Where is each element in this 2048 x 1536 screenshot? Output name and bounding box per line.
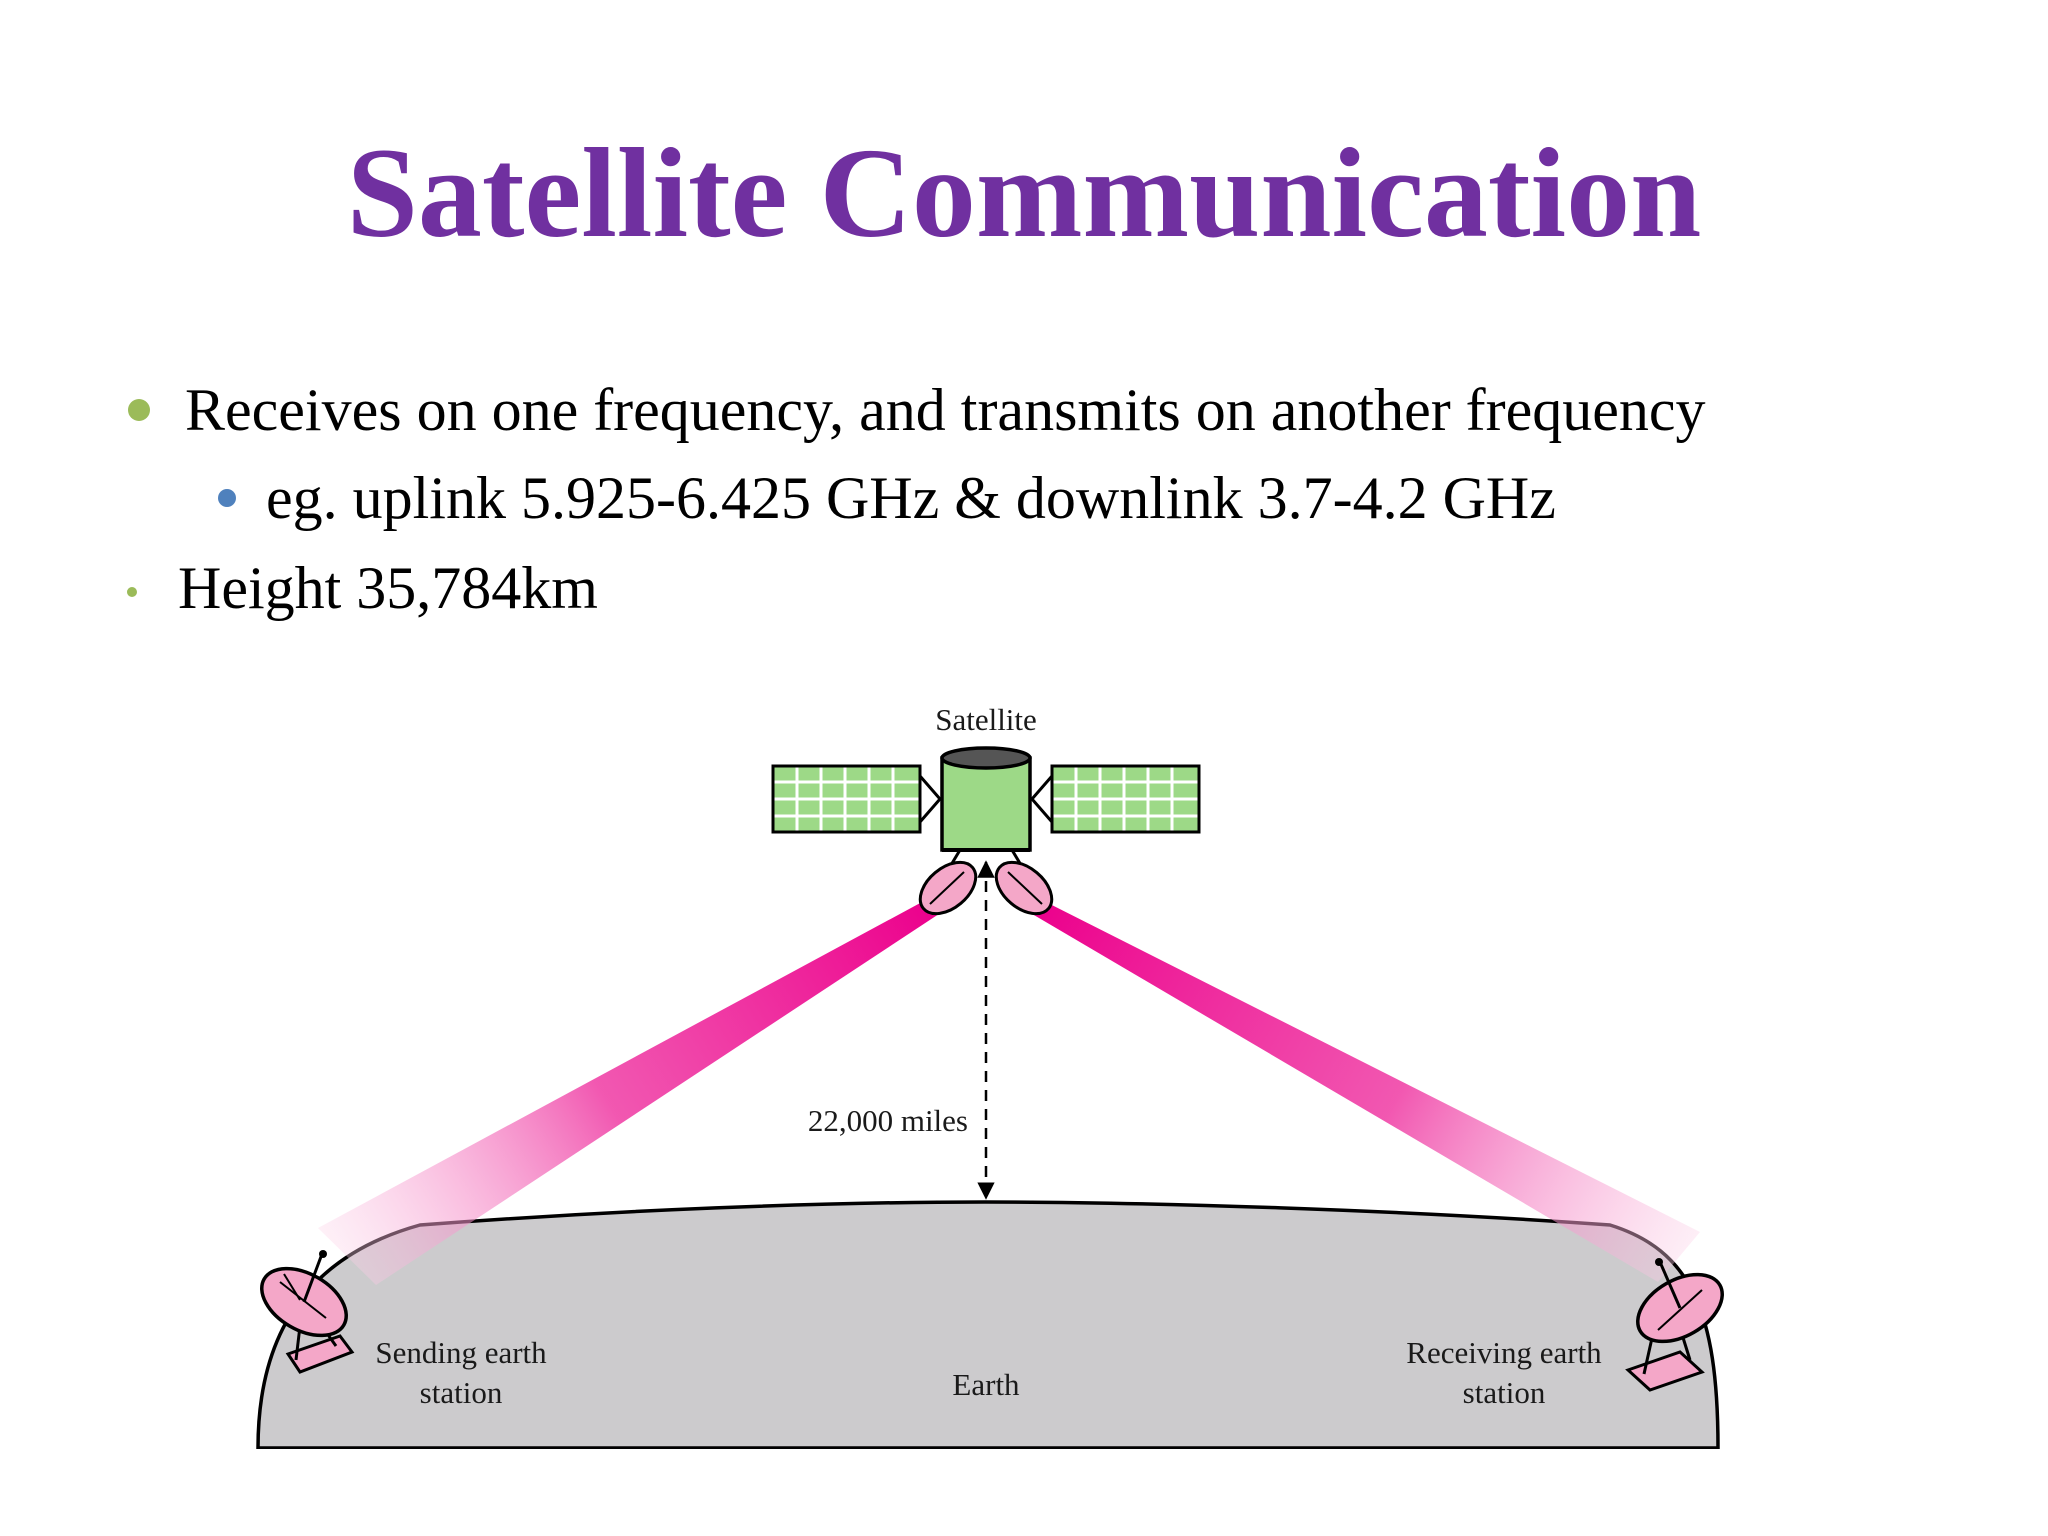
uplink-beam: [318, 895, 948, 1285]
earth-label: Earth: [952, 1367, 1020, 1402]
sending-label-line1: Sending earth: [375, 1335, 547, 1370]
receiving-dish-icon: [1625, 1258, 1724, 1392]
sending-dish-icon: [260, 1250, 355, 1374]
satellite-antenna-right: [994, 849, 1054, 916]
receiving-label-line1: Receiving earth: [1406, 1335, 1602, 1370]
downlink-beam: [1022, 895, 1700, 1282]
slide-title: Satellite Communication: [346, 122, 1702, 264]
bullet-dot-1: [128, 399, 150, 421]
sending-label-line2: station: [420, 1375, 503, 1410]
satellite-body: [940, 746, 1032, 852]
satellite-antenna-left: [918, 849, 978, 916]
bullet-item-2: eg. uplink 5.925-6.425 GHz & downlink 3.…: [266, 458, 1556, 538]
satellite-label: Satellite: [935, 702, 1037, 737]
bullet-item-1: Receives on one frequency, and transmits…: [185, 370, 1706, 450]
solar-panel-left: [771, 764, 922, 834]
solar-panel-right: [1050, 764, 1201, 834]
earth-shape: [256, 1200, 1720, 1450]
bullet-text-2: eg. uplink 5.925-6.425 GHz & downlink 3.…: [266, 464, 1556, 531]
bullet-text-3: Height 35,784km: [178, 554, 598, 621]
bullet-dot-2: [218, 489, 236, 507]
distance-label: 22,000 miles: [808, 1103, 968, 1138]
bullet-item-3: Height 35,784km: [178, 548, 598, 628]
bullet-text-1: Receives on one frequency, and transmits…: [185, 376, 1706, 443]
earth-base-mask: [250, 1449, 1730, 1489]
bullet-dot-3: [127, 587, 137, 597]
receiving-label-line2: station: [1463, 1375, 1546, 1410]
